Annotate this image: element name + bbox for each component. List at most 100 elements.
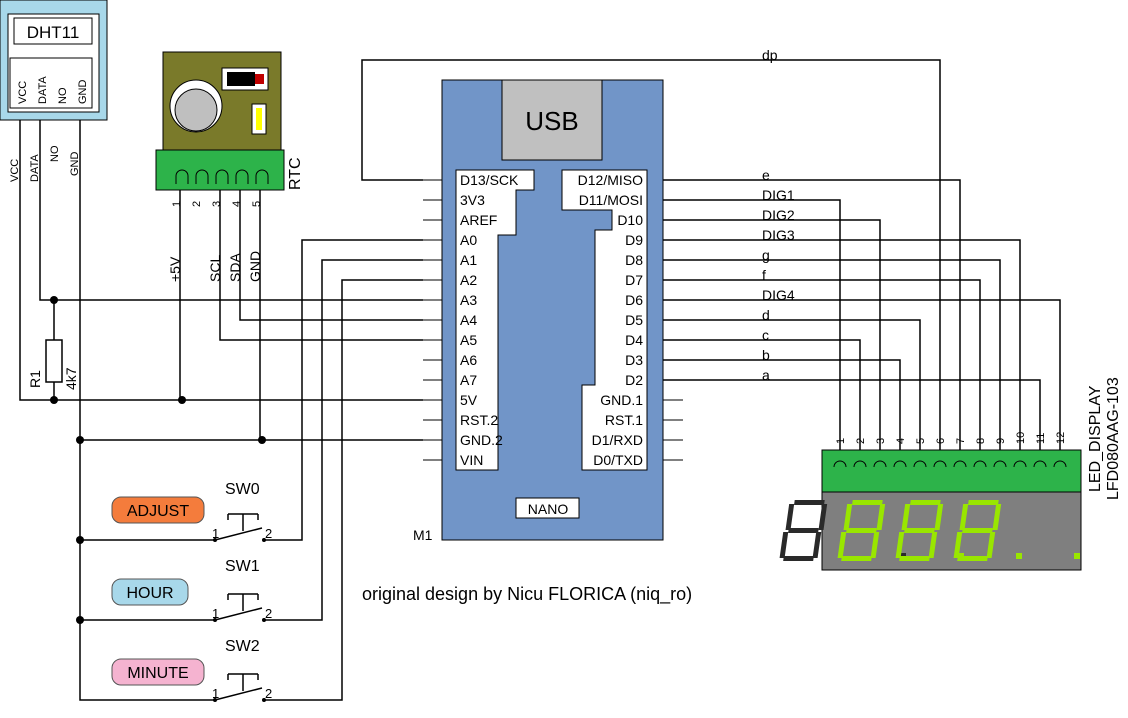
net-label-dp: dp bbox=[762, 47, 778, 63]
nano-right-pin-label: RST.1 bbox=[605, 412, 643, 428]
net-label-e: e bbox=[762, 167, 770, 183]
nano-right-pin-label: D1/RXD bbox=[592, 432, 643, 448]
display-segment bbox=[953, 532, 963, 558]
nano-left-pin-label: A3 bbox=[460, 292, 477, 308]
display-pin-number: 3 bbox=[875, 438, 887, 444]
display-pin-number: 6 bbox=[935, 438, 947, 444]
display-decimal-point bbox=[1016, 553, 1022, 559]
nano-left-pin-label: A5 bbox=[460, 332, 477, 348]
display-segment bbox=[846, 528, 877, 533]
rtc-label: RTC bbox=[287, 157, 304, 190]
button-hour[interactable] bbox=[111, 578, 189, 606]
switch-contact bbox=[214, 513, 263, 541]
nano-right-pin-label: D11/MOSI bbox=[579, 192, 643, 208]
net-label-d: d bbox=[762, 307, 770, 323]
rtc-pin-number: 5 bbox=[251, 201, 263, 207]
rtc-pin-number: 2 bbox=[191, 201, 203, 207]
display-segment bbox=[837, 532, 847, 558]
nano-right-pin-label: D4 bbox=[625, 332, 643, 348]
nano-right-pin-label: GND.1 bbox=[600, 392, 643, 408]
nano-left-pin-label: VIN bbox=[460, 452, 483, 468]
display-segment bbox=[785, 504, 795, 530]
dht11-title: DHT11 bbox=[27, 23, 80, 42]
display-pin-number: 11 bbox=[1035, 433, 1047, 444]
rtc-pin-gnd: GND bbox=[247, 251, 263, 282]
button-minute[interactable] bbox=[111, 658, 205, 686]
nano-left-pin-label: A6 bbox=[460, 352, 477, 368]
display-segment bbox=[794, 500, 825, 505]
switch-ref: SW0 bbox=[225, 481, 260, 498]
dht11-inner-pin-gnd: GND bbox=[77, 80, 89, 105]
nano-right-pin-label: D3 bbox=[625, 352, 643, 368]
button-label: HOUR bbox=[126, 585, 173, 602]
wires bbox=[19, 59, 1061, 701]
resistor-ref: R1 bbox=[27, 370, 43, 388]
nano-right-pin-label: D5 bbox=[625, 312, 643, 328]
display-pin-number: 4 bbox=[895, 438, 907, 444]
nano-ref-label: M1 bbox=[413, 527, 433, 543]
rtc-battery bbox=[174, 88, 218, 132]
nano-left-pin-label: D13/SCK bbox=[460, 172, 519, 188]
display-segment bbox=[962, 528, 993, 533]
dht11-pin-vcc: VCC bbox=[9, 159, 21, 182]
display-segment bbox=[843, 504, 853, 530]
rtc-pin-number: 3 bbox=[211, 201, 223, 207]
display-segment bbox=[788, 528, 819, 533]
dht11-inner-pin-data: DATA bbox=[37, 76, 49, 104]
display-label: LED_DISPLAY bbox=[1087, 385, 1104, 492]
switch-ref: SW2 bbox=[225, 638, 260, 655]
display-segment bbox=[910, 500, 941, 505]
display-segment bbox=[957, 556, 988, 561]
nano-right-pin-label: D2 bbox=[625, 372, 643, 388]
nano-left-pin-label: RST.2 bbox=[460, 412, 498, 428]
left-pin-block bbox=[455, 169, 535, 471]
switch-pin-2: 2 bbox=[265, 606, 272, 621]
resistor-value: 4k7 bbox=[63, 367, 79, 390]
nano-left-pin-label: A7 bbox=[460, 372, 477, 388]
rtc-pin-scl: SCL bbox=[207, 255, 223, 282]
net-label-dig2: DIG2 bbox=[762, 207, 795, 223]
switch-pin-2: 2 bbox=[265, 686, 272, 701]
resistor-r1: R1 4k7 bbox=[27, 339, 79, 390]
net-label-c: c bbox=[762, 327, 769, 343]
button-adjust[interactable] bbox=[111, 496, 205, 524]
display-part-number: LFD080AAG-103 bbox=[1105, 377, 1122, 500]
display-segment bbox=[841, 556, 872, 561]
display-pin-number: 5 bbox=[915, 438, 927, 444]
display-segment bbox=[852, 500, 883, 505]
nano-right-pin-label: D0/TXD bbox=[593, 452, 643, 468]
switch-contact bbox=[214, 593, 263, 621]
nano-board-label: NANO bbox=[528, 501, 569, 517]
credit-text: original design by Nicu FLORICA (niq_ro) bbox=[362, 584, 692, 605]
nano-left-pin-label: 3V3 bbox=[460, 192, 485, 208]
display-segment bbox=[818, 504, 828, 530]
rtc-pin-number: 4 bbox=[231, 201, 243, 207]
nano-right-pin-label: D12/MISO bbox=[578, 172, 643, 188]
nano-left-pin-label: 5V bbox=[460, 392, 478, 408]
display-decimal-point bbox=[1074, 553, 1080, 559]
switch-contact bbox=[214, 673, 263, 701]
display-digit bbox=[895, 500, 1022, 561]
display-digit bbox=[779, 500, 906, 561]
display-segment bbox=[870, 532, 880, 558]
resistor-body bbox=[45, 339, 63, 383]
display-segment bbox=[934, 504, 944, 530]
rtc-pin-number: 1 bbox=[171, 201, 183, 207]
display-segment bbox=[928, 532, 938, 558]
display-segment bbox=[901, 504, 911, 530]
nano-left-pin-label: A0 bbox=[460, 232, 477, 248]
display-segment bbox=[986, 532, 996, 558]
display-segment bbox=[899, 556, 930, 561]
nano-left-pin-label: AREF bbox=[460, 212, 497, 228]
dht11-pin-no: NO bbox=[49, 145, 61, 162]
display-pin-number: 10 bbox=[1015, 432, 1027, 444]
display-pin-number: 9 bbox=[995, 438, 1007, 444]
display-pin-number: 8 bbox=[975, 438, 987, 444]
usb-label: USB bbox=[525, 106, 578, 136]
switch-pin-1: 1 bbox=[212, 606, 219, 621]
display-segment bbox=[895, 532, 905, 558]
